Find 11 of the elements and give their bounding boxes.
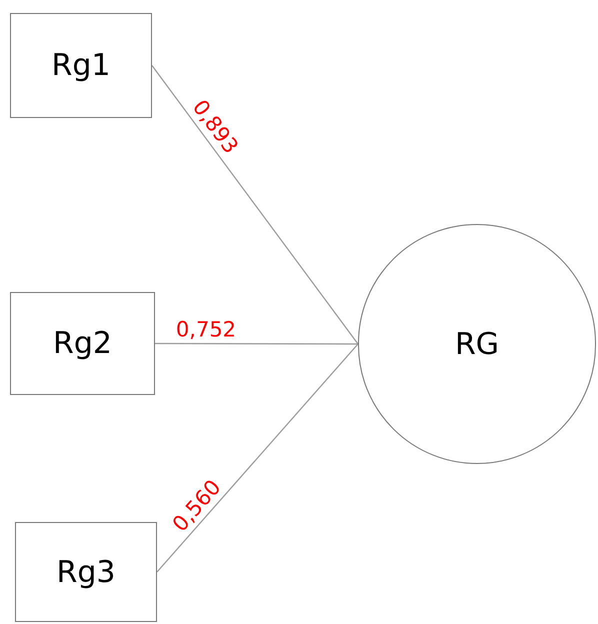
node-label: Rg3 bbox=[56, 554, 116, 592]
node-label: Rg2 bbox=[53, 325, 112, 363]
edge-label: 0,752 bbox=[176, 319, 236, 340]
node-label: RG bbox=[454, 326, 500, 364]
node-label: Rg1 bbox=[52, 47, 110, 85]
connector-line bbox=[152, 65, 358, 344]
indicator-box bbox=[15, 522, 157, 622]
indicator-box bbox=[10, 13, 152, 118]
indicator-box bbox=[10, 292, 155, 395]
connector-line bbox=[156, 344, 358, 572]
connector-line bbox=[155, 342, 358, 345]
